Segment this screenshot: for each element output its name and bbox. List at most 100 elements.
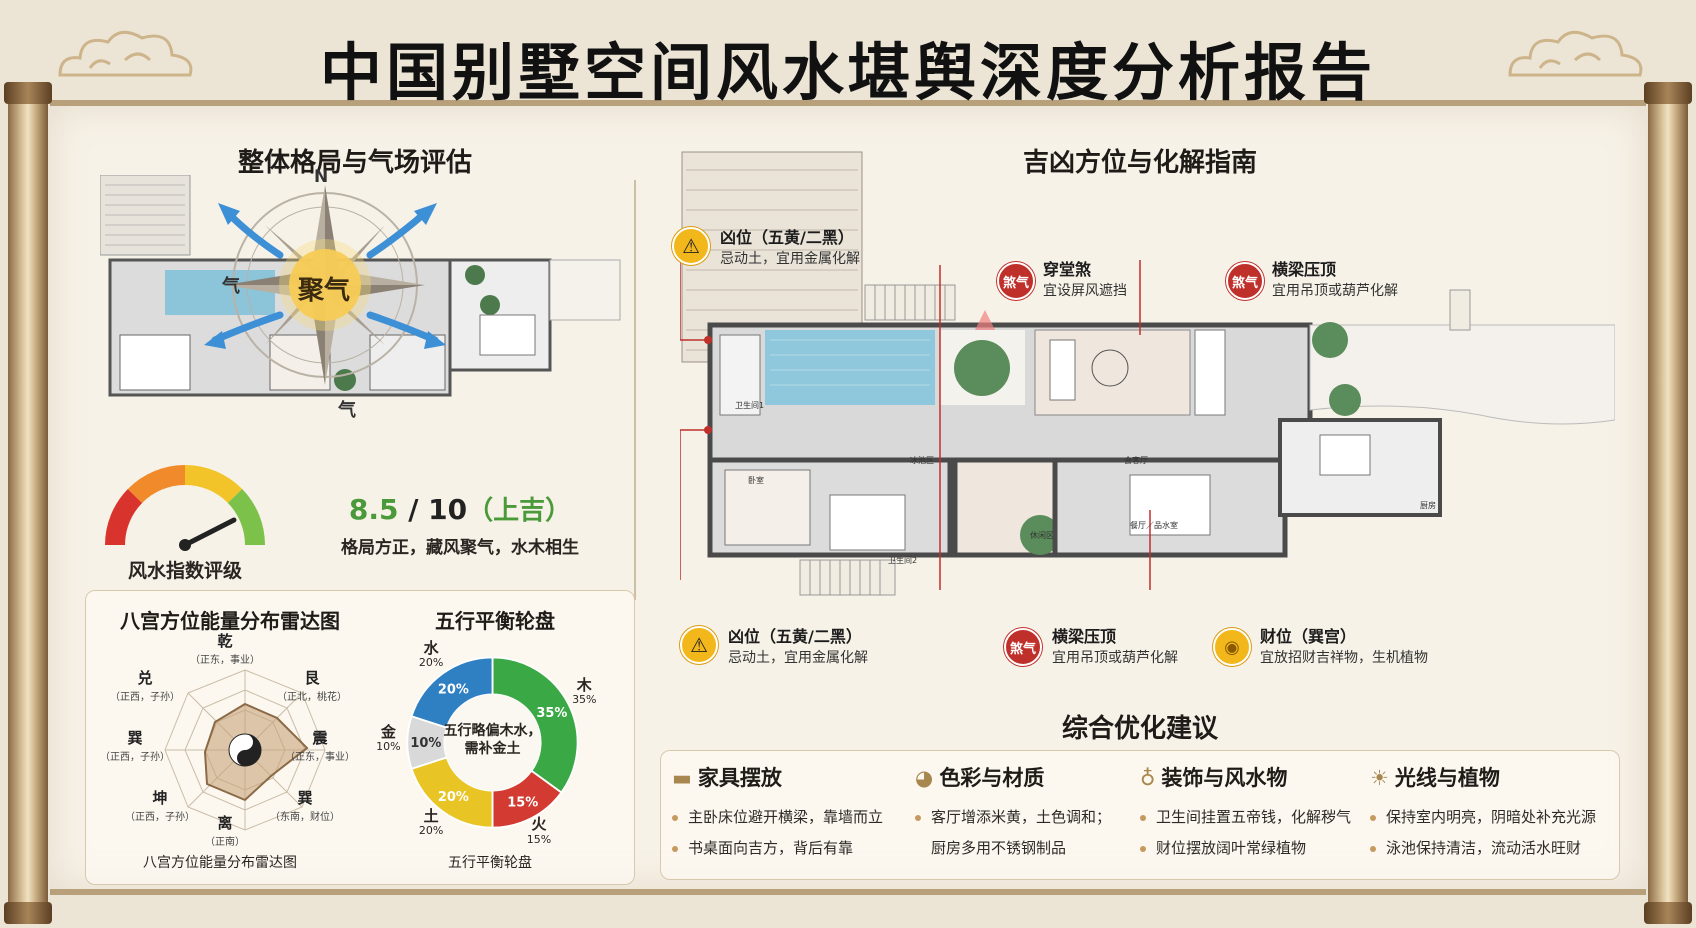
qi-label-left: 气 bbox=[222, 276, 240, 297]
radar-label-li: 离 （正南） bbox=[195, 815, 255, 848]
radar-label-name: 艮 bbox=[304, 669, 320, 687]
guide-heading: 吉凶方位与化解指南 bbox=[1022, 148, 1257, 178]
suggestion-group-furniture: ▬家具摆放 主卧床位避开横梁，靠墙而立 书桌面向吉方，背后有靠 bbox=[672, 762, 902, 858]
annotation-desc: 忌动土，宜用金属化解 bbox=[728, 650, 868, 667]
radar-label-sub: （正北，桃花） bbox=[277, 691, 347, 703]
wuxing-caption: 五行平衡轮盘 bbox=[448, 855, 532, 871]
villa-floorplan bbox=[680, 151, 1615, 596]
room-bedroom: 卧室 bbox=[748, 476, 764, 485]
gauge-needle bbox=[182, 517, 237, 548]
annotation-title: 财位（巽宫） bbox=[1260, 627, 1357, 646]
suggestion-group-light: ☀光线与植物 保持室内明亮，阴暗处补充光源 泳池保持清洁，流动活水旺财 bbox=[1370, 762, 1610, 858]
north-label: N bbox=[314, 167, 329, 187]
annotation-title: 凶位（五黄/二黑） bbox=[728, 627, 862, 646]
radar-label-name: 震 bbox=[312, 729, 328, 747]
annotation-desc: 宜设屏风遮挡 bbox=[1043, 283, 1127, 300]
radar-label-xun-west: 巽（正西，子孙） bbox=[85, 730, 185, 763]
radar-label-sub: （正南） bbox=[205, 836, 245, 848]
sha-qi-badge-icon: 煞气 bbox=[1004, 628, 1042, 666]
wuxing-outer-name: 火 bbox=[531, 815, 547, 834]
radar-label-kun: 坤（正西，子孙） bbox=[110, 790, 210, 823]
annotation-title: 横梁压顶 bbox=[1052, 627, 1117, 646]
wuxing-segment-pct: 20% bbox=[438, 682, 469, 697]
radar-label-name: 巽 bbox=[297, 789, 313, 807]
score-description: 格局方正，藏风聚气，水木相生 bbox=[341, 538, 579, 558]
annotation-beam-bottom: 横梁压顶 宜用吊顶或葫芦化解 bbox=[1052, 625, 1178, 668]
wuxing-segment-pct: 15% bbox=[507, 795, 538, 810]
annotation-beam-top: 横梁压顶 宜用吊顶或葫芦化解 bbox=[1272, 258, 1398, 301]
suggestion-item: 泳池保持清洁，流动活水旺财 bbox=[1386, 839, 1582, 857]
wuxing-segment-pct: 20% bbox=[438, 790, 469, 805]
annotation-xiong-bottom: 凶位（五黄/二黑） 忌动土，宜用金属化解 bbox=[728, 625, 868, 668]
radar-label-gen: 艮 （正北，桃花） bbox=[262, 670, 362, 703]
radar-label-name: 离 bbox=[217, 814, 233, 832]
radar-label-name: 兑 bbox=[137, 669, 153, 687]
wuxing-outer-pct: 20% bbox=[418, 656, 444, 670]
wuxing-segment-pct: 35% bbox=[536, 706, 567, 721]
suggestion-title: 光线与植物 bbox=[1394, 766, 1500, 790]
suggestion-title: 家具摆放 bbox=[697, 766, 782, 790]
annotation-wealth: 财位（巽宫） 宜放招财吉祥物，生机植物 bbox=[1260, 625, 1428, 668]
cloud-ornament-right-icon bbox=[1508, 30, 1643, 77]
score-line: 8.5 / 10（上吉） bbox=[320, 490, 600, 527]
wuxing-donut-chart: 35%15%20%10%20% bbox=[406, 656, 579, 829]
suggestion-item: 财位摆放阔叶常绿植物 bbox=[1156, 839, 1307, 857]
wuxing-outer-pct: 35% bbox=[572, 693, 597, 707]
left-scroll-roller bbox=[4, 82, 52, 924]
score-grade: （上吉） bbox=[467, 496, 572, 526]
sofa-icon: ▬ bbox=[672, 766, 692, 790]
suggestion-item: 厨房多用不锈钢制品 bbox=[931, 839, 1067, 857]
annotation-title: 横梁压顶 bbox=[1272, 260, 1337, 279]
radar-label-name: 巽 bbox=[127, 729, 143, 747]
radar-label-sub: （正东，事业） bbox=[285, 751, 355, 763]
qi-label-bottom: 气 bbox=[338, 400, 356, 421]
right-scroll-roller bbox=[1644, 82, 1692, 924]
room-dining: 餐厅／品水室 bbox=[1130, 521, 1178, 530]
wuxing-outer-pct: 20% bbox=[418, 824, 444, 838]
cloud-ornament-left-icon bbox=[58, 30, 193, 77]
wuxing-outer-name: 土 bbox=[423, 806, 439, 825]
wuxing-outer-pct: 15% bbox=[526, 832, 552, 846]
overall-floorplan bbox=[100, 175, 621, 397]
sha-qi-badge-icon: 煞气 bbox=[997, 262, 1035, 300]
page-title: 中国别墅空间风水堪舆深度分析报告 bbox=[319, 36, 1376, 109]
warning-icon: ⚠ bbox=[672, 227, 710, 265]
score-separator: / 10 bbox=[398, 493, 468, 526]
suggestion-title: 装饰与风水物 bbox=[1161, 766, 1288, 790]
annotation-desc: 宜用吊顶或葫芦化解 bbox=[1052, 650, 1178, 667]
annotation-chuan-tang: 穿堂煞 宜设屏风遮挡 bbox=[1043, 258, 1127, 301]
suggestion-group-decor: ♁装饰与风水物 卫生间挂置五帝钱，化解秽气 财位摆放阔叶常绿植物 bbox=[1140, 762, 1370, 858]
radar-label-sub: （东南，财位） bbox=[270, 811, 340, 823]
room-bath2: 卫生间2 bbox=[888, 556, 918, 565]
radar-label-dui: 兑（正西，子孙） bbox=[95, 670, 195, 703]
suggestion-item: 卫生间挂置五帝钱，化解秽气 bbox=[1156, 808, 1352, 826]
wuxing-heading: 五行平衡轮盘 bbox=[435, 609, 555, 633]
suggestion-title: 色彩与材质 bbox=[939, 766, 1045, 790]
suggestion-group-color: ◕色彩与材质 客厅增添米黄，土色调和； 厨房多用不锈钢制品 bbox=[915, 762, 1135, 858]
suggestion-item: 保持室内明亮，阴暗处补充光源 bbox=[1386, 808, 1597, 826]
radar-label-sub: （正西，子孙） bbox=[125, 811, 195, 823]
gauge-label: 风水指数评级 bbox=[127, 560, 242, 582]
room-pool: 冰池区 bbox=[910, 456, 934, 465]
wuxing-center-text: 五行略偏木水，需补金土 bbox=[443, 723, 542, 758]
sha-qi-badge-icon: 煞气 bbox=[1226, 262, 1264, 300]
annotation-xiong-top: 凶位（五黄/二黑） 忌动土，宜用金属化解 bbox=[720, 226, 860, 269]
wuxing-outer-name: 木 bbox=[576, 675, 592, 694]
radar-label-qian: 乾（正东，事业） bbox=[185, 633, 265, 666]
suggestion-item: 主卧床位避开横梁，靠墙而立 bbox=[688, 808, 884, 826]
annotation-title: 凶位（五黄/二黑） bbox=[720, 228, 854, 247]
annotation-desc: 宜用吊顶或葫芦化解 bbox=[1272, 283, 1398, 300]
suggestions-heading: 综合优化建议 bbox=[1061, 714, 1218, 744]
wuxing-outer-name: 金 bbox=[380, 723, 396, 741]
palette-icon: ◕ bbox=[915, 766, 934, 790]
bagua-radar-chart bbox=[164, 669, 326, 831]
column-divider bbox=[634, 180, 636, 600]
score-value: 8.5 bbox=[348, 493, 399, 526]
sun-icon: ☀ bbox=[1370, 766, 1389, 790]
annotation-title: 穿堂煞 bbox=[1043, 260, 1092, 279]
room-lounge: 休闲区 bbox=[1030, 531, 1054, 540]
